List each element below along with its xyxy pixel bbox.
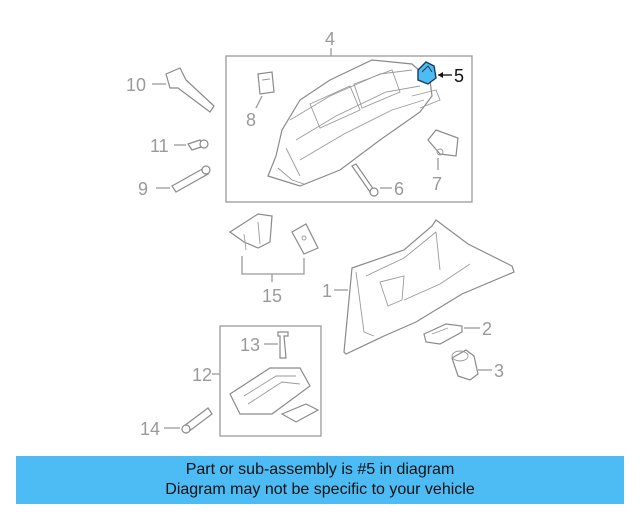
callout-3[interactable]: 3 [494,361,504,381]
callout-9[interactable]: 9 [138,179,148,199]
caption-line-1: Part or sub-assembly is #5 in diagram [185,461,455,478]
callout-11[interactable]: 11 [150,136,169,156]
part-11-screw[interactable] [187,139,209,151]
callout-12[interactable]: 12 [192,365,212,385]
callout-2[interactable]: 2 [482,319,492,339]
callout-10[interactable]: 10 [126,75,146,95]
callout-13[interactable]: 13 [240,335,260,355]
callout-5[interactable]: 5 [454,66,464,86]
glove-box-door[interactable] [267,59,441,187]
part-1-glove-box-housing[interactable] [343,219,515,355]
callout-6[interactable]: 6 [394,179,404,199]
callout-4[interactable]: 4 [325,29,335,49]
callout-8[interactable]: 8 [246,110,256,130]
callout-15[interactable]: 15 [262,286,282,306]
caption-line-2: Diagram may not be specific to your vehi… [165,481,475,498]
part-6-bolt[interactable] [351,163,379,197]
info-caption: Part or sub-assembly is #5 in diagram Di… [16,456,624,504]
part-15-bracket-right[interactable] [291,223,319,255]
part-12-module[interactable] [229,367,320,423]
part-15-bracket-left[interactable] [228,213,273,251]
part-8-bracket[interactable] [257,71,275,95]
part-7-bumper[interactable] [427,129,459,157]
part-12-group-box [219,325,322,437]
part-10-striker[interactable] [165,67,215,113]
part-4-group-box [225,55,473,203]
part-3-socket[interactable] [451,349,479,381]
part-2-damper[interactable] [423,323,463,345]
callout-7[interactable]: 7 [432,174,442,194]
part-14-bolt[interactable] [181,407,213,434]
part-9-pin[interactable] [171,165,211,193]
part-5-clip[interactable] [417,61,437,85]
callout-1[interactable]: 1 [322,281,332,301]
callout-14[interactable]: 14 [140,419,160,439]
part-13-bolt[interactable] [277,331,289,359]
